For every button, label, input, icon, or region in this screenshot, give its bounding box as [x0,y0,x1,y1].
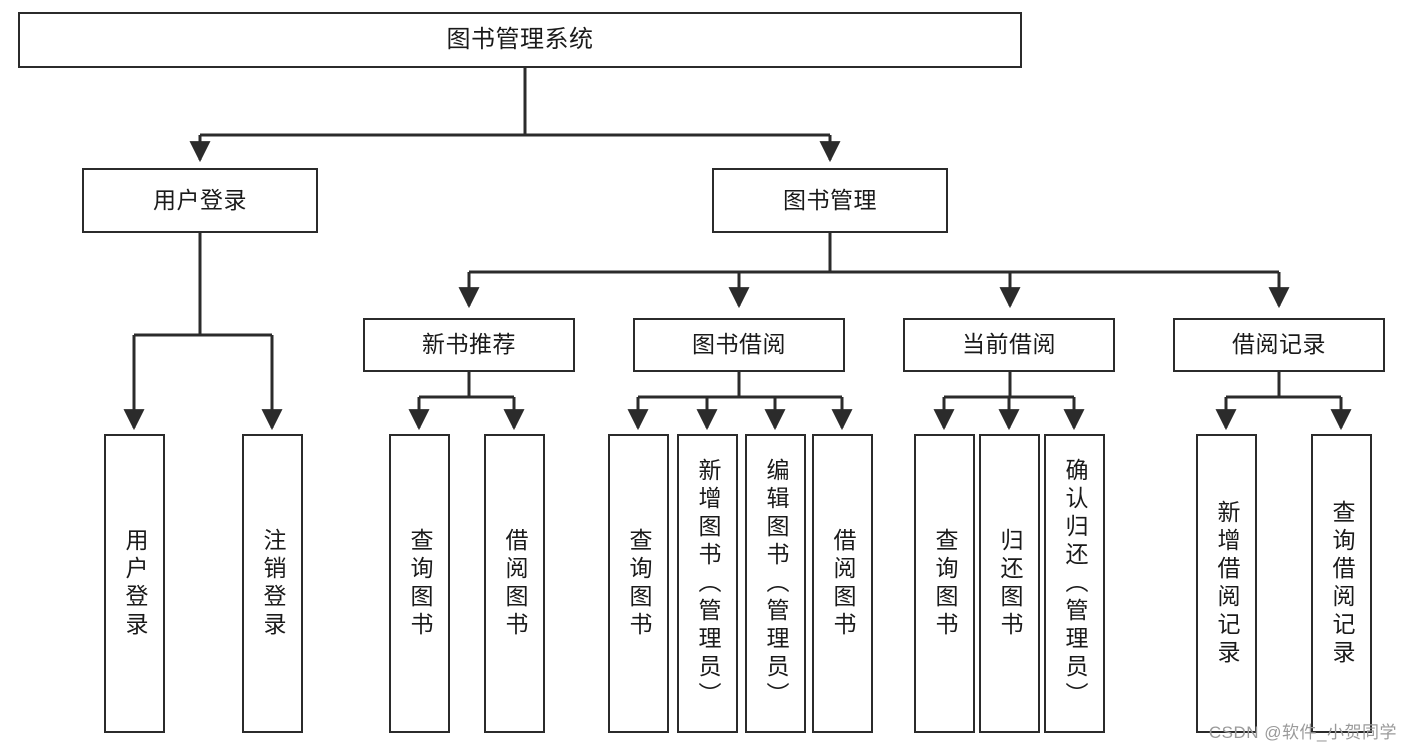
node-label: 查询图书 [932,527,958,640]
node-new-book-recommend[interactable]: 新书推荐 [363,318,575,372]
node-label: 借阅图书 [830,527,856,640]
leaf-query-book-borrow[interactable]: 查询图书 [608,434,669,733]
node-label: 借阅记录 [1232,331,1326,358]
node-label: 归还图书 [997,527,1023,640]
leaf-borrow-book-recommend[interactable]: 借阅图书 [484,434,545,733]
csdn-watermark: CSDN @软件_小贺同学 [1208,723,1397,742]
node-label: 注销登录 [260,527,286,640]
node-label: 新增借阅记录 [1214,499,1240,668]
node-current-borrow[interactable]: 当前借阅 [903,318,1115,372]
leaf-confirm-return-admin[interactable]: 确认归还（管理员） [1044,434,1105,733]
node-label: 确认归还（管理员） [1062,457,1088,710]
leaf-query-book-current[interactable]: 查询图书 [914,434,975,733]
leaf-query-book-recommend[interactable]: 查询图书 [389,434,450,733]
leaf-borrow-book[interactable]: 借阅图书 [812,434,873,733]
node-label: 当前借阅 [962,331,1056,358]
node-label: 查询图书 [407,527,433,640]
node-label: 查询图书 [626,527,652,640]
node-user-login[interactable]: 用户登录 [82,168,318,233]
node-label: 用户登录 [153,186,247,213]
node-borrow-record[interactable]: 借阅记录 [1173,318,1385,372]
leaf-query-borrow-record[interactable]: 查询借阅记录 [1311,434,1372,733]
leaf-add-book-admin[interactable]: 新增图书（管理员） [677,434,738,733]
node-label: 查询借阅记录 [1329,499,1355,668]
node-label: 用户登录 [122,527,148,640]
node-label: 新增图书（管理员） [695,457,721,710]
leaf-return-book[interactable]: 归还图书 [979,434,1040,733]
node-book-management[interactable]: 图书管理 [712,168,948,233]
leaf-user-login[interactable]: 用户登录 [104,434,165,733]
node-label: 借阅图书 [502,527,528,640]
leaf-add-borrow-record[interactable]: 新增借阅记录 [1196,434,1257,733]
leaf-logout-login[interactable]: 注销登录 [242,434,303,733]
node-label: 图书借阅 [692,331,786,358]
node-root-book-management-system[interactable]: 图书管理系统 [18,12,1022,68]
node-label: 编辑图书（管理员） [763,457,789,710]
leaf-edit-book-admin[interactable]: 编辑图书（管理员） [745,434,806,733]
node-label: 新书推荐 [422,331,516,358]
node-label: 图书管理 [783,186,877,213]
node-book-borrow[interactable]: 图书借阅 [633,318,845,372]
node-label: 图书管理系统 [446,25,594,53]
